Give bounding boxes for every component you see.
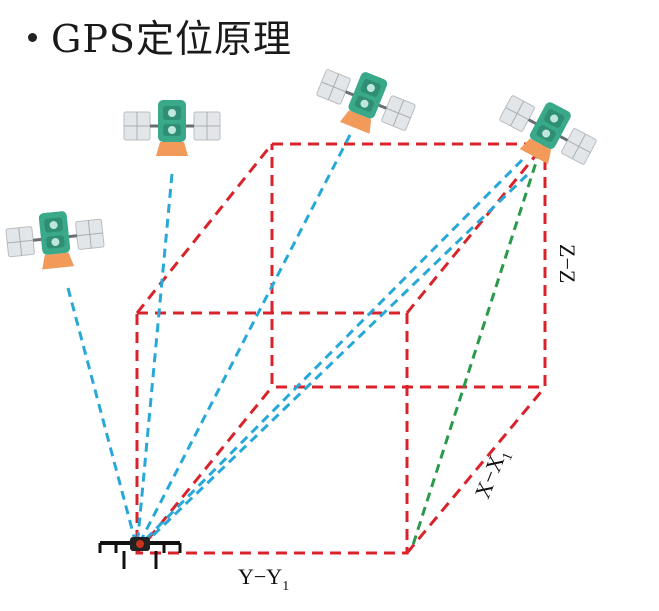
cube-back-face (270, 142, 547, 389)
svg-text:Y−Y1: Y−Y1 (238, 564, 289, 594)
svg-text:X−X1: X−X1 (469, 445, 516, 504)
drone-receiver-icon (98, 537, 182, 569)
satellite-icon (490, 83, 605, 181)
z-axis-label: Z−Z (555, 244, 580, 283)
x-axis-label: X−X1 (469, 445, 516, 504)
cube-edge-top-left (135, 143, 274, 314)
signal-line-primary (410, 149, 542, 549)
title-row: GPS定位原理 (28, 8, 292, 63)
signal-line-5 (135, 158, 524, 550)
signal-lines (66, 134, 529, 550)
satellite-icon (3, 205, 108, 275)
signal-line-2 (135, 173, 174, 549)
svg-text:Z−Z: Z−Z (555, 244, 580, 283)
bullet-icon (28, 33, 37, 42)
y-axis-label: Y−Y1 (238, 564, 289, 594)
cube-edge-top-right (405, 143, 547, 314)
signal-line-1 (66, 287, 139, 549)
satellite-icon (308, 56, 422, 148)
cube-edges (135, 142, 547, 555)
signal-line-3 (135, 134, 352, 549)
cube-edge-bottom-right (405, 386, 547, 554)
cube-front-face (135, 311, 409, 555)
satellite-icon (122, 98, 222, 158)
page-title: GPS定位原理 (51, 17, 292, 61)
